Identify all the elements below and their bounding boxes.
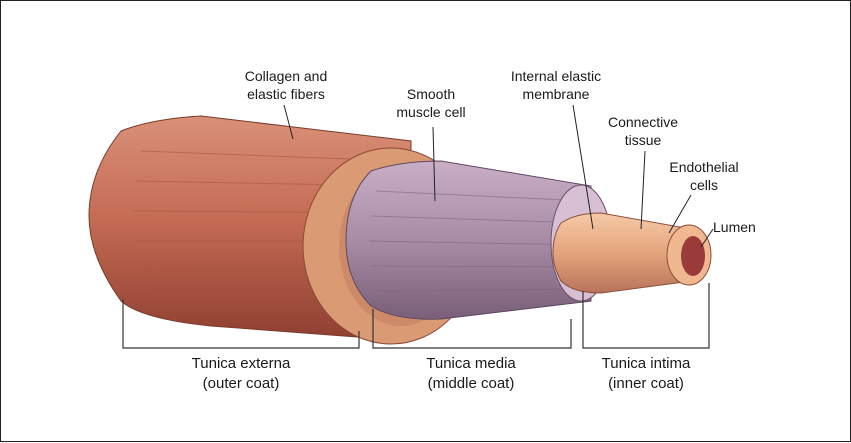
label-connective-tissue: Connective tissue (583, 113, 703, 149)
label-tunica-media: Tunica media (middle coat) (386, 354, 556, 394)
label-endothelial-cells: Endothelial cells (649, 158, 759, 194)
label-collagen-fibers: Collagen and elastic fibers (211, 67, 361, 103)
label-lumen: Lumen (713, 218, 783, 236)
tunica-intima-shape (553, 213, 711, 293)
label-internal-elastic-membrane: Internal elastic membrane (486, 67, 626, 103)
label-tunica-intima: Tunica intima (inner coat) (571, 354, 721, 394)
label-smooth-muscle-cell: Smooth muscle cell (366, 85, 496, 121)
label-tunica-externa: Tunica externa (outer coat) (141, 354, 341, 394)
lumen-opening (681, 236, 705, 276)
